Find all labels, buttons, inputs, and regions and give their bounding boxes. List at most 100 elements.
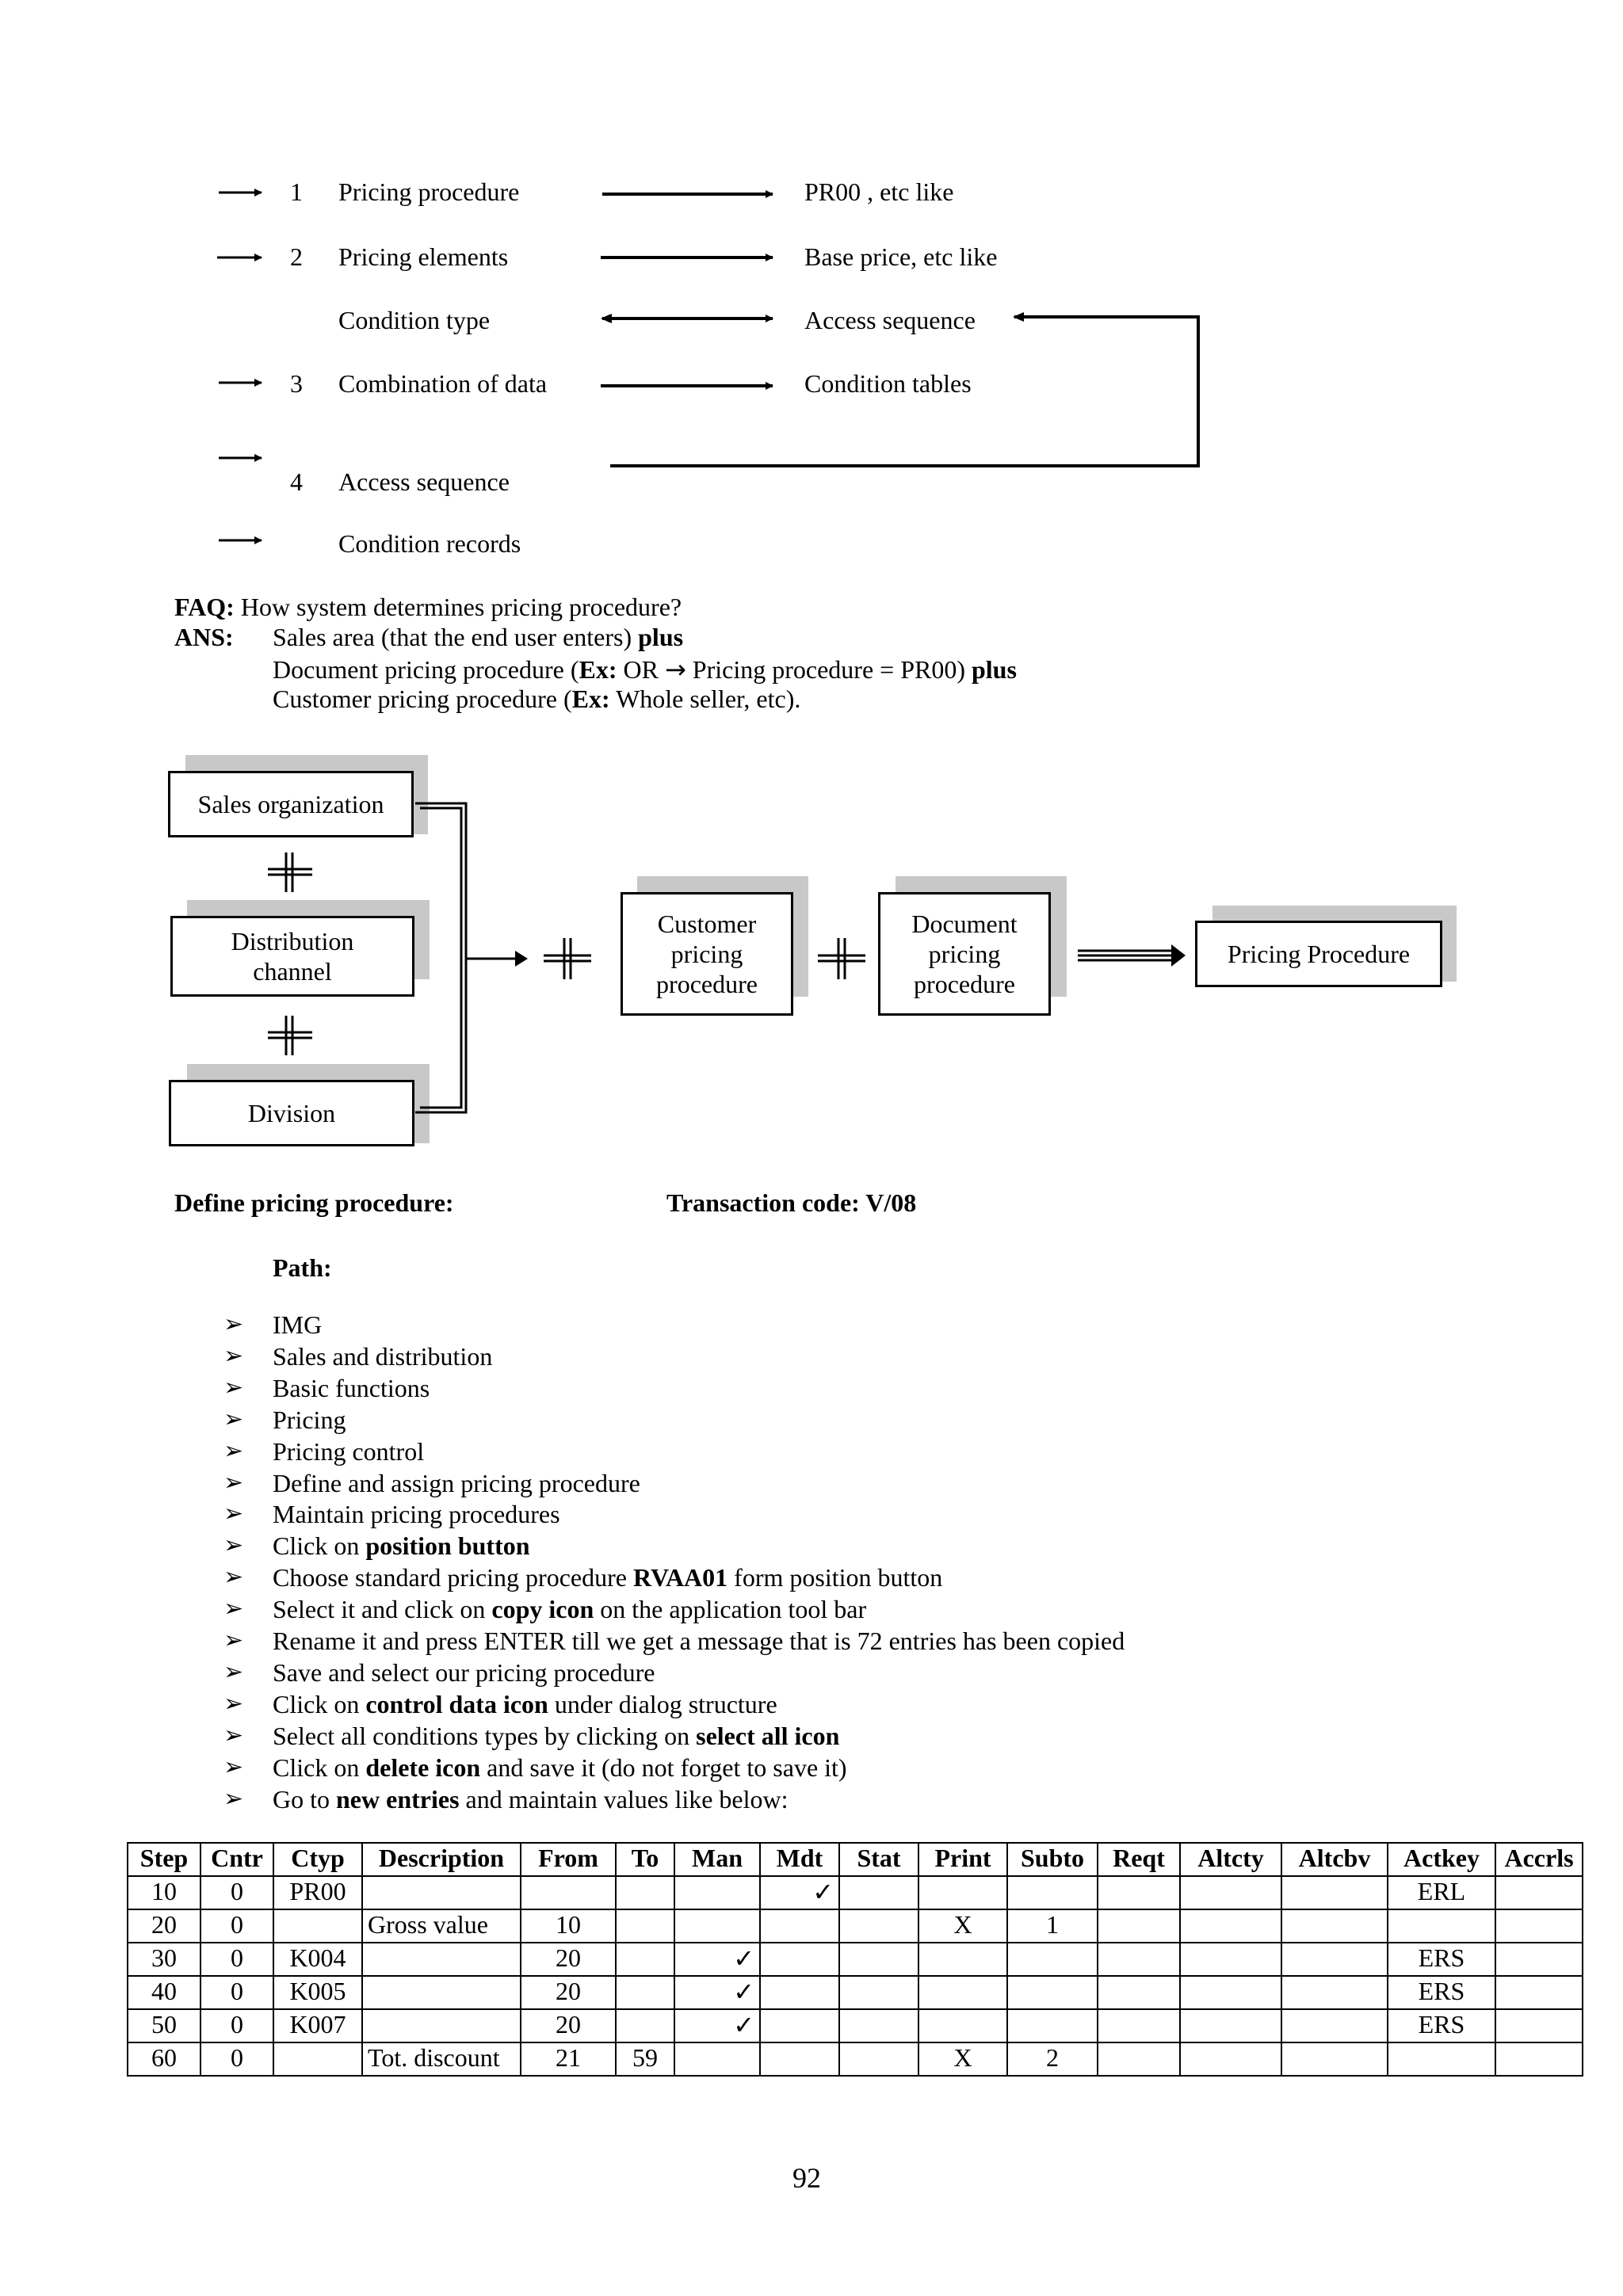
column-header: Print xyxy=(918,1842,1008,1877)
table-cell xyxy=(1097,1942,1181,1977)
table-cell xyxy=(674,1875,761,1910)
document-pricing-procedure-box: Document pricing procedure xyxy=(878,892,1051,1016)
path-item: Save and select our pricing procedure xyxy=(273,1657,655,1687)
bullet-icon: ➢ xyxy=(223,1721,244,1749)
table-cell xyxy=(838,2008,919,2043)
define-label: Define pricing procedure: xyxy=(174,1188,454,1217)
row-num-4: 4 xyxy=(290,467,303,496)
bullet-icon: ➢ xyxy=(223,1373,244,1402)
table-cell xyxy=(1495,1875,1583,1910)
path-item: Select all conditions types by clicking … xyxy=(273,1721,840,1750)
faq-answer-line1: Sales area (that the end user enters) pl… xyxy=(273,623,684,651)
row-right-2: Base price, etc like xyxy=(804,242,998,271)
table-cell xyxy=(918,1942,1008,1977)
mid-arrow-3-left-head xyxy=(601,314,612,323)
table-cell: ✓ xyxy=(674,1975,761,2010)
table-cell xyxy=(361,2008,521,2043)
table-cell xyxy=(1495,1975,1583,2010)
column-header: Man xyxy=(674,1842,761,1877)
column-header: To xyxy=(615,1842,675,1877)
bullet-icon: ➢ xyxy=(223,1689,244,1718)
table-cell xyxy=(1387,2042,1496,2077)
table-cell xyxy=(1006,1875,1098,1910)
table-cell: ✓ xyxy=(674,1942,761,1977)
table-cell xyxy=(918,1975,1008,2010)
table-cell xyxy=(1097,2042,1181,2077)
path-item: Define and assign pricing procedure xyxy=(273,1468,640,1497)
table-cell xyxy=(1097,1909,1181,1943)
column-header: Step xyxy=(127,1842,201,1877)
row-num-3: 3 xyxy=(290,369,303,398)
table-cell xyxy=(361,1942,521,1977)
path-item: Pricing xyxy=(273,1405,346,1434)
column-header: From xyxy=(520,1842,617,1877)
path-item: Click on delete icon and save it (do not… xyxy=(273,1753,847,1782)
bullet-icon: ➢ xyxy=(223,1405,244,1433)
table-cell xyxy=(1495,2008,1583,2043)
table-cell xyxy=(615,1975,675,2010)
table-cell xyxy=(1281,1942,1388,1977)
table-cell xyxy=(838,1875,919,1910)
row-right-1: PR00 , etc like xyxy=(804,177,954,206)
column-header: Reqt xyxy=(1097,1842,1181,1877)
table-cell: 59 xyxy=(615,2042,675,2077)
table-cell: 30 xyxy=(127,1942,201,1977)
table-cell: 20 xyxy=(127,1909,201,1943)
distribution-channel-box: Distribution channel xyxy=(170,916,414,997)
row-left-6: Condition records xyxy=(338,529,521,558)
table-cell: 0 xyxy=(200,2008,274,2043)
table-cell xyxy=(759,2008,840,2043)
bullet-icon: ➢ xyxy=(223,1310,244,1338)
table-cell xyxy=(1097,1975,1181,2010)
loop-line xyxy=(610,315,1200,467)
table-cell xyxy=(273,1909,363,1943)
table-cell xyxy=(1097,2008,1181,2043)
faq-question-line: FAQ: How system determines pricing proce… xyxy=(174,593,682,622)
row-right-4: Condition tables xyxy=(804,369,972,398)
table-cell: X xyxy=(918,2042,1008,2077)
bullet-icon: ➢ xyxy=(223,1531,244,1560)
column-header: Mdt xyxy=(759,1842,840,1877)
faq-answer-line2: Document pricing procedure (Ex: OR → Pri… xyxy=(273,654,1017,685)
table-cell xyxy=(1495,1909,1583,1943)
table-cell xyxy=(1006,1942,1098,1977)
table-cell xyxy=(674,2042,761,2077)
page-number: 92 xyxy=(792,2162,821,2194)
table-cell xyxy=(361,1875,521,1910)
path-item: Maintain pricing procedures xyxy=(273,1500,560,1529)
bullet-icon: ➢ xyxy=(223,1657,244,1686)
column-header: Actkey xyxy=(1387,1842,1496,1877)
concept-arrows xyxy=(217,189,1200,544)
table-cell: 10 xyxy=(520,1909,617,1943)
row-num-1: 1 xyxy=(290,177,303,206)
row-left-1: Pricing procedure xyxy=(338,177,520,206)
table-cell xyxy=(1281,2042,1388,2077)
bullet-icon: ➢ xyxy=(223,1563,244,1592)
table-cell xyxy=(1281,2008,1388,2043)
table-cell xyxy=(615,2008,675,2043)
table-cell: ERS xyxy=(1387,1975,1496,2010)
path-item: Choose standard pricing procedure RVAA01… xyxy=(273,1563,943,1592)
faq-question: How system determines pricing procedure? xyxy=(240,593,682,621)
table-cell xyxy=(759,1909,840,1943)
table-cell xyxy=(838,2042,919,2077)
table-cell: K007 xyxy=(273,2008,363,2043)
column-header: Cntr xyxy=(200,1842,274,1877)
column-header: Ctyp xyxy=(273,1842,363,1877)
table-cell: 60 xyxy=(127,2042,201,2077)
table-cell: ERS xyxy=(1387,1942,1496,1977)
path-label: Path: xyxy=(273,1253,332,1282)
table-cell xyxy=(759,1975,840,2010)
transaction-code: Transaction code: V/08 xyxy=(666,1188,917,1217)
row-left-4: Combination of data xyxy=(338,369,548,398)
table-cell: 20 xyxy=(520,1942,617,1977)
table-cell xyxy=(1179,1942,1282,1977)
table-cell: ERS xyxy=(1387,2008,1496,2043)
faq-label: FAQ: xyxy=(174,593,235,621)
table-cell: 0 xyxy=(200,1909,274,1943)
